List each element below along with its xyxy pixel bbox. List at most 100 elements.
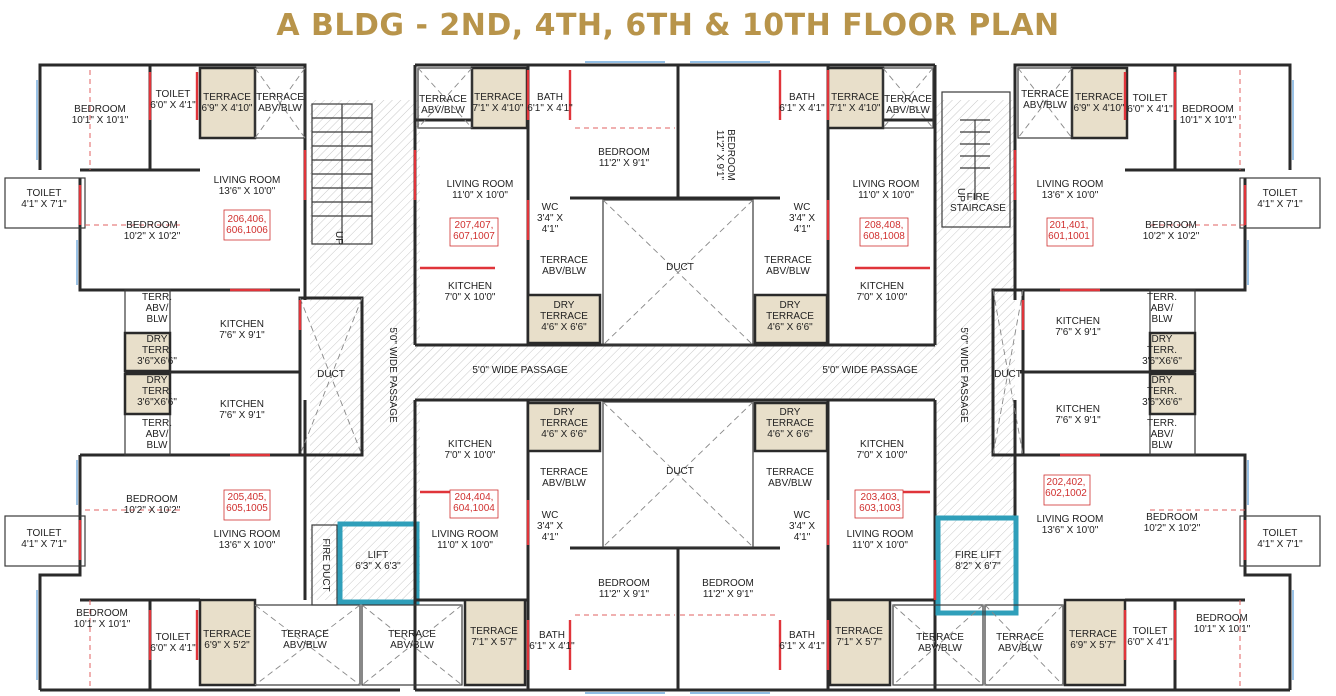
label-line: 10'2" X 10'2" [1143,231,1200,242]
label-terr-l1: TERR.ABV/BLW [142,292,172,325]
label-line: BEDROOM [76,608,128,619]
label-line: LIVING ROOM [1037,514,1104,525]
label-line: 5'0" WIDE PASSAGE [472,365,568,376]
label-line: 4'1" X 7'1" [1257,539,1303,550]
label-line: TERRACE [540,467,588,478]
label-line: 601,1001 [1048,231,1090,242]
label-line: ABV/BLW [768,478,812,489]
label-line: 7'0" X 10'0" [857,450,908,461]
label-passage-h-right: 5'0" WIDE PASSAGE [822,365,918,376]
label-line: 605,1005 [226,503,268,514]
label-line: DUCT [317,369,345,380]
label-line: 202,402, [1047,477,1086,488]
label-line: ABV/BLW [766,266,810,277]
label-line: 7'0" X 10'0" [857,292,908,303]
label-line: 206,406, [228,214,267,225]
label-line: TERRACE [540,311,588,322]
label-line: BEDROOM [126,494,178,505]
label-line: 607,1007 [453,231,495,242]
label-line: 4'1" [794,532,811,543]
label-line: TERRACE [470,626,518,637]
label-line: ABV/BLW [283,640,327,651]
label-line: DUCT [994,369,1022,380]
label-terr-r2: TERR.ABV/BLW [1147,418,1177,451]
label-fire-duct: FIRE DUCT [320,538,331,591]
label-line: TERRACE [835,626,883,637]
label-line: LIVING ROOM [214,175,281,186]
label-line: 10'1" X 10'1" [1194,624,1251,635]
label-line: 606,1006 [226,225,268,236]
label-unit-c3: 204,404,604,1004 [453,492,495,514]
label-line: LIVING ROOM [447,179,514,190]
label-line: KITCHEN [860,439,904,450]
label-line: TERRACE [764,255,812,266]
label-line: TERR. [1147,386,1177,397]
label-duct-top: DUCT [666,262,694,273]
label-line: 7'6" X 9'1" [219,330,265,341]
label-unit-a: 206,406,606,1006 [226,214,268,236]
label-line: TOILET [1133,93,1168,104]
label-line: TERR. [1147,345,1177,356]
label-line: 7'1" X 4'10" [830,103,881,114]
label-unit-d: 201,401,601,1001 [1048,220,1090,242]
label-line: 11'0" X 10'0" [852,540,908,551]
label-line: 4'1" [794,224,811,235]
label-line: KITCHEN [448,281,492,292]
label-line: 604,1004 [453,503,495,514]
label-line: 4'6" X 6'6" [767,429,813,440]
label-line: 6'1" X 4'1" [779,103,825,114]
label-line: 10'1" X 10'1" [72,115,129,126]
label-line: ABV/ [1151,429,1174,440]
label-line: DRY [780,300,801,311]
label-line: 208,408, [865,220,904,231]
label-line: 7'0" X 10'0" [445,450,496,461]
label-line: TERR. [142,386,172,397]
label-line: 13'6" X 10'0" [1042,525,1099,536]
label-line: ABV/BLW [998,643,1042,654]
label-line: WC [794,510,811,521]
label-line: TERRACE [1021,89,1069,100]
label-line: 201,401, [1050,220,1089,231]
plan-title: A BLDG - 2ND, 4TH, 6TH & 10TH FLOOR PLAN [276,8,1060,43]
label-line: KITCHEN [220,399,264,410]
label-line: 4'1" X 7'1" [21,539,67,550]
label-line: ABV/BLW [542,478,586,489]
label-line: ABV/BLW [390,640,434,651]
label-line: ABV/BLW [542,266,586,277]
label-line: 11'2" X 9'1" [599,158,650,169]
label-line: 10'1" X 10'1" [1180,115,1237,126]
label-line: 7'1" X 4'10" [473,103,524,114]
label-line: BLW [147,440,168,451]
label-line: ABV/BLW [886,105,930,116]
label-line: ABV/ [146,303,169,314]
label-line: 10'2" X 10'2" [1144,523,1201,534]
label-passage-h-left: 5'0" WIDE PASSAGE [472,365,568,376]
label-line: KITCHEN [1056,316,1100,327]
label-line: WC [542,510,559,521]
label-terr-l2: TERR.ABV/BLW [142,418,172,451]
label-line: 203,403, [861,492,900,503]
